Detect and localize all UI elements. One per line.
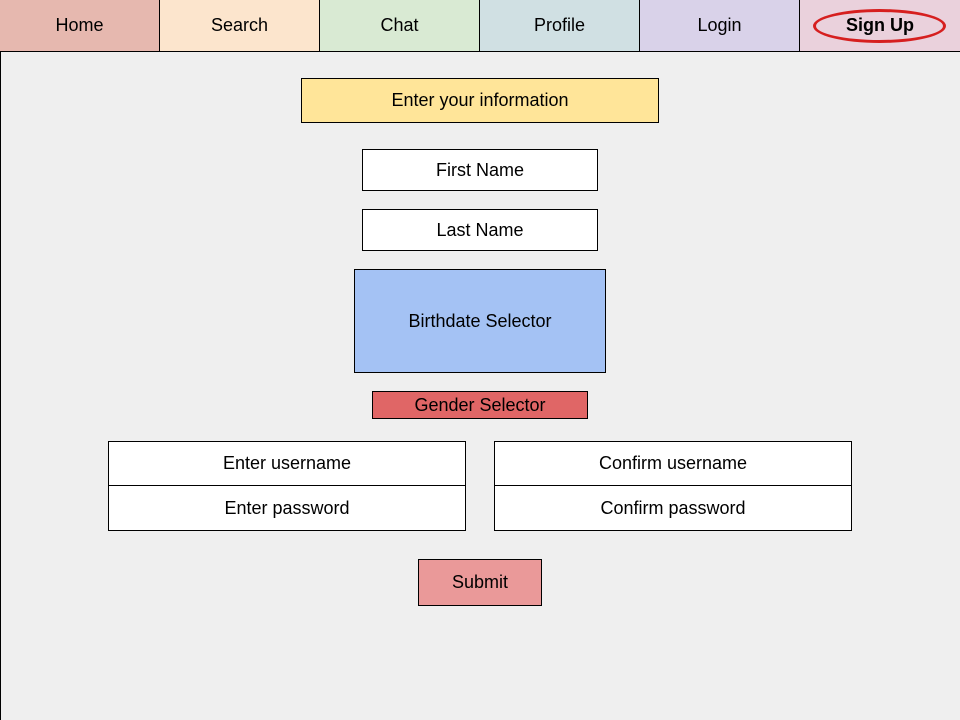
tab-search-label: Search <box>210 15 269 35</box>
form-header-label: Enter your information <box>391 90 569 110</box>
confirm-credentials-group: Confirm username Confirm password <box>494 441 852 531</box>
tab-profile-label: Profile <box>533 15 586 35</box>
top-nav: Home Search Chat Profile Login Sign Up <box>0 0 960 52</box>
credentials-group: Enter username Enter password <box>108 441 466 531</box>
submit-button-label: Submit <box>451 572 509 592</box>
tab-home[interactable]: Home <box>0 0 160 51</box>
last-name-label: Last Name <box>436 219 524 240</box>
first-name-field[interactable]: First Name <box>362 149 598 191</box>
confirm-password-field-label: Confirm password <box>600 497 746 518</box>
birthdate-selector-label: Birthdate Selector <box>408 310 552 331</box>
last-name-field[interactable]: Last Name <box>362 209 598 251</box>
form-header: Enter your information <box>301 78 659 123</box>
gender-selector-label: Gender Selector <box>414 394 546 415</box>
gender-selector[interactable]: Gender Selector <box>372 391 588 419</box>
username-field[interactable]: Enter username <box>109 442 465 486</box>
tab-chat[interactable]: Chat <box>320 0 480 51</box>
confirm-username-field-label: Confirm username <box>598 453 748 473</box>
tab-home-label: Home <box>55 15 104 35</box>
birthdate-selector[interactable]: Birthdate Selector <box>354 269 606 373</box>
username-field-label: Enter username <box>222 453 352 473</box>
password-field[interactable]: Enter password <box>109 486 465 530</box>
confirm-username-field[interactable]: Confirm username <box>495 442 851 486</box>
submit-button[interactable]: Submit <box>418 559 542 606</box>
tab-chat-label: Chat <box>380 15 419 35</box>
tab-sign-up-label: Sign Up <box>846 15 914 35</box>
tab-login[interactable]: Login <box>640 0 800 51</box>
password-field-label: Enter password <box>224 497 350 518</box>
tab-profile[interactable]: Profile <box>480 0 640 51</box>
confirm-password-field[interactable]: Confirm password <box>495 486 851 530</box>
first-name-label: First Name <box>435 159 524 180</box>
tab-sign-up[interactable]: Sign Up <box>800 0 960 51</box>
tab-search[interactable]: Search <box>160 0 320 51</box>
tab-login-label: Login <box>697 15 742 35</box>
